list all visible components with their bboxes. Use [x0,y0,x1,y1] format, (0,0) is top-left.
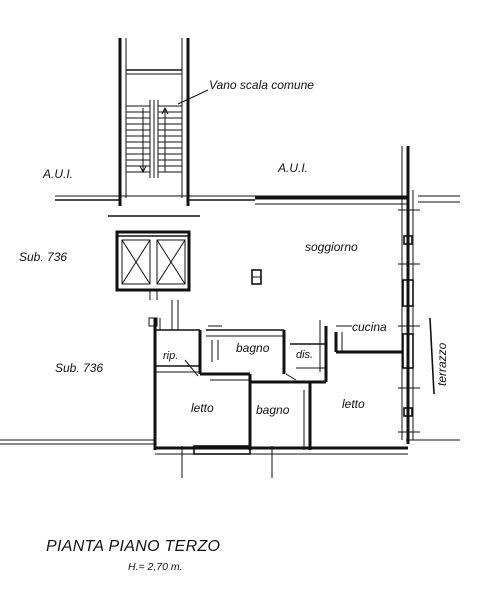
label-letto-left: letto [191,401,214,415]
label-terrazzo: terrazzo [435,342,449,386]
plan-height: H.= 2,70 m. [128,561,183,573]
right-facade [398,146,460,444]
stair-shaft [108,38,209,217]
label-bagno-top: bagno [236,341,270,355]
label-dis: dis. [296,349,313,361]
interior-walls [148,300,402,450]
label-sub-bottom: Sub. 736 [55,361,103,375]
label-cucina: cucina [352,320,387,334]
label-letto-right: letto [342,397,365,411]
label-aui-left: A.U.I. [42,167,73,181]
label-aui-right: A.U.I. [277,161,308,175]
lift-shafts [115,230,191,300]
corridor-band [55,195,460,205]
label-sub-top: Sub. 736 [19,250,67,264]
bottom-wall [0,439,420,478]
label-soggiorno: soggiorno [305,240,358,254]
column [251,269,262,285]
label-stair: Vano scala comune [209,78,314,92]
plan-title: PIANTA PIANO TERZO [46,538,220,555]
label-bagno-bottom: bagno [256,403,290,417]
label-rip: rip. [163,350,178,362]
